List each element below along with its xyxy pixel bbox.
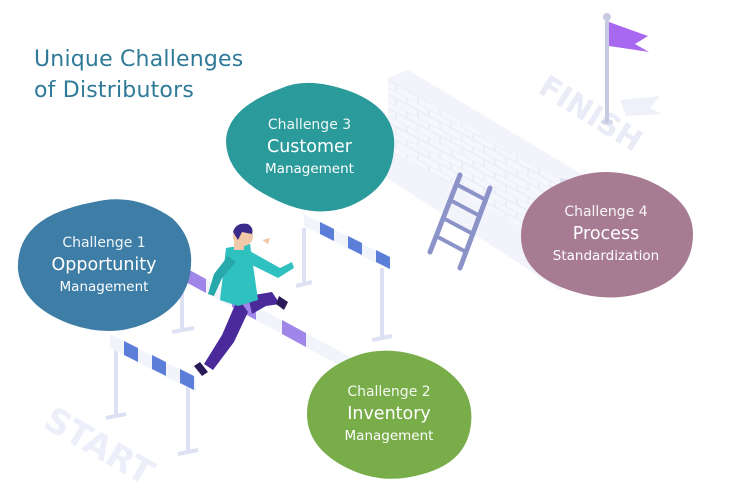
challenge-1-card: Challenge 1 Opportunity Management [14, 196, 194, 334]
challenge-2-label: Challenge 2 [347, 384, 431, 400]
page-title: Unique Challenges of Distributors [34, 44, 243, 106]
hurdle-front [105, 334, 199, 456]
challenge-2-shape [307, 350, 472, 479]
challenge-1-shape [17, 199, 192, 331]
challenge-3-subtitle: Management [265, 160, 354, 177]
runner-figure [194, 223, 294, 376]
hurdle-back [295, 214, 393, 342]
challenge-3-card: Challenge 3 Customer Management [222, 80, 397, 213]
challenge-3-shape [226, 82, 395, 212]
challenge-4-subtitle: Standardization [552, 248, 660, 264]
challenge-1-subtitle: Management [59, 279, 149, 295]
challenge-4-shape [521, 172, 693, 298]
title-line-2: of Distributors [34, 78, 194, 103]
challenge-4-title: Process [572, 224, 640, 244]
ladder [427, 172, 493, 271]
finish-flag [601, 13, 662, 125]
start-floor-label: START [37, 399, 161, 494]
title-line-1: Unique Challenges [34, 47, 244, 72]
challenge-3-title: Customer [266, 136, 352, 157]
challenge-1-title: Opportunity [51, 255, 157, 275]
challenge-2-card: Challenge 2 Inventory Management [303, 348, 475, 480]
challenge-4-card: Challenge 4 Process Standardization [517, 170, 695, 298]
challenge-1-label: Challenge 1 [62, 235, 146, 251]
challenge-2-title: Inventory [347, 404, 431, 424]
challenge-4-label: Challenge 4 [564, 204, 648, 220]
challenge-2-subtitle: Management [344, 428, 434, 444]
challenge-3-label: Challenge 3 [267, 116, 352, 133]
